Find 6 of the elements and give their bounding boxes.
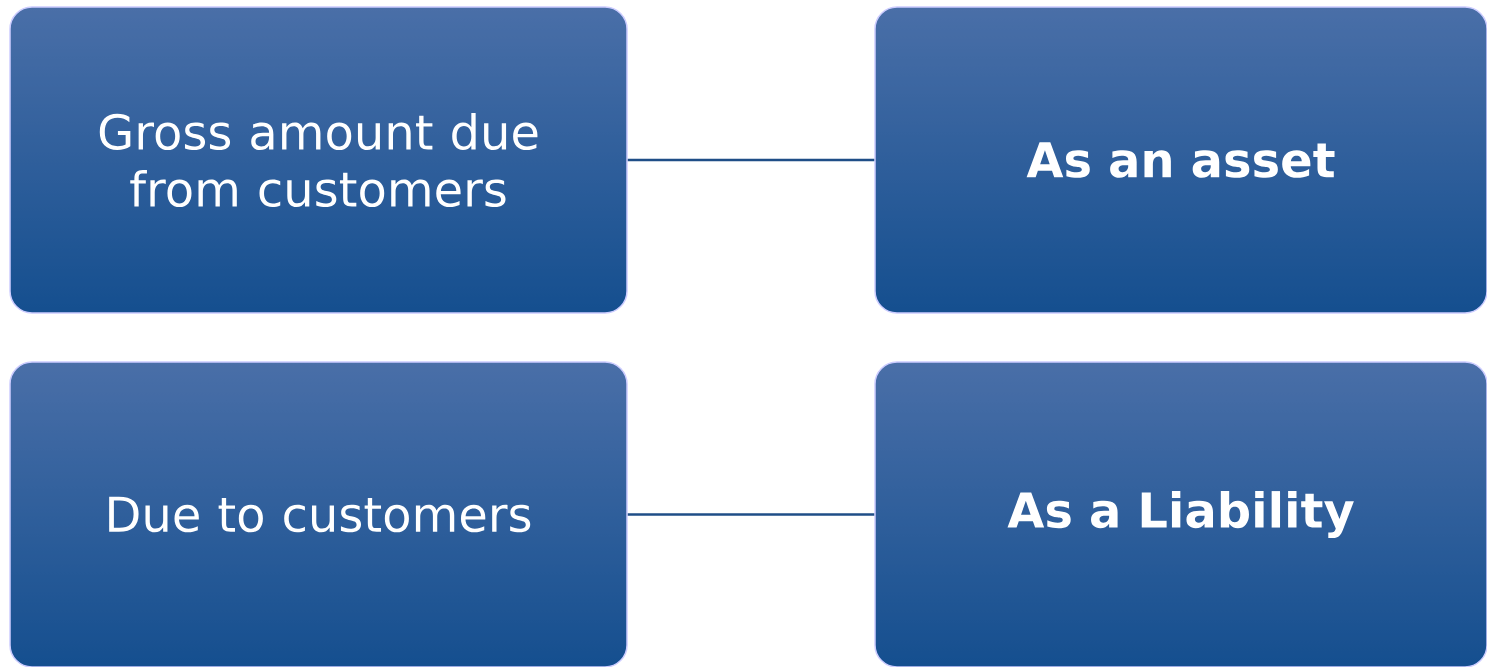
text-box: Gross amount due from customers: [9, 6, 628, 314]
connector-line: [627, 513, 875, 516]
text-box: As an asset: [874, 6, 1487, 314]
text-box: Due to customers: [9, 361, 628, 667]
text-box: As a Liability: [874, 361, 1487, 667]
connector-line: [627, 158, 875, 162]
